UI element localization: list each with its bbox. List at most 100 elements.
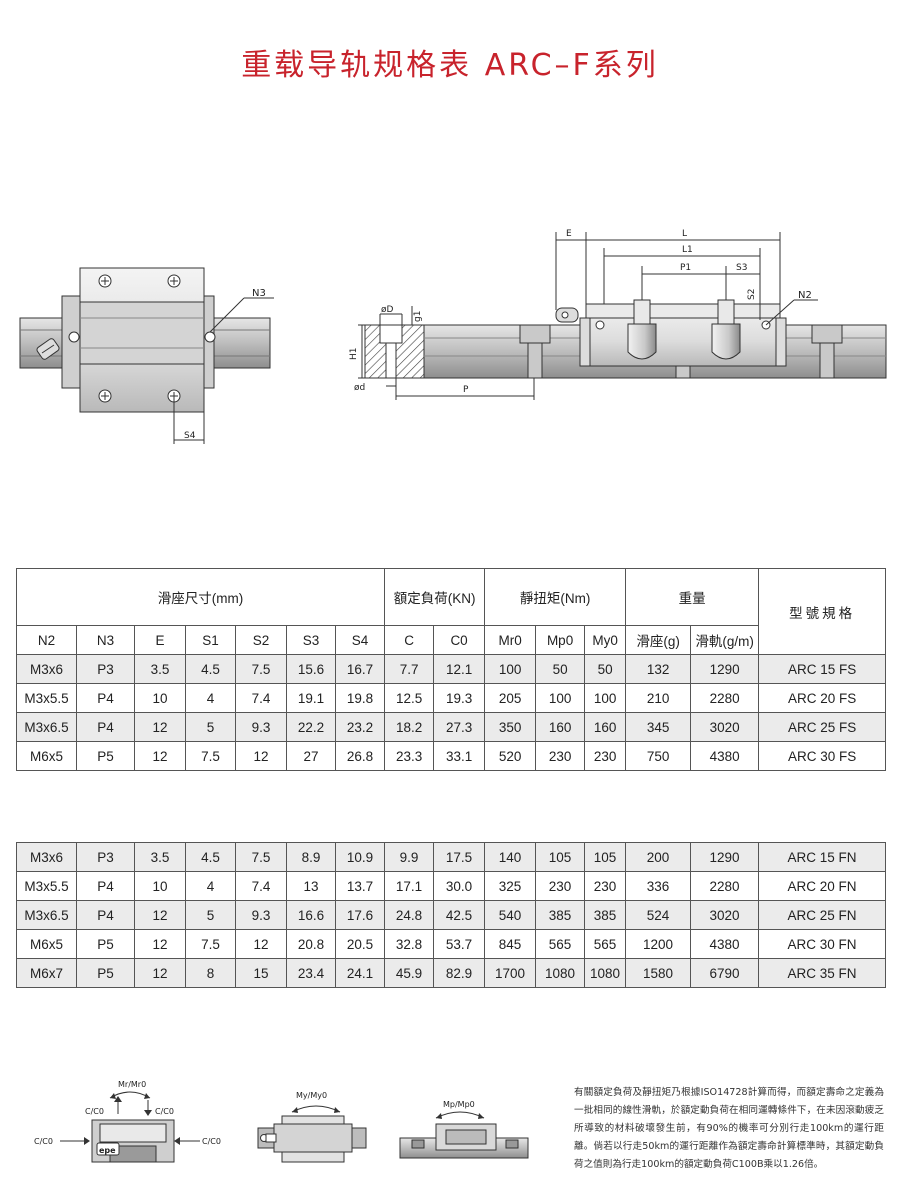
table-cell: 33.1	[433, 741, 486, 771]
table-cell: P5	[76, 958, 135, 988]
table-cell: 23.3	[384, 741, 435, 771]
table-cell: 19.1	[286, 683, 336, 713]
table-cell: 7.5	[185, 929, 236, 959]
table-cell: 16.7	[334, 654, 386, 684]
table-cell: 7.4	[235, 683, 287, 713]
table-cell: M6x7	[16, 958, 77, 988]
table-cell: 1700	[484, 958, 536, 988]
table-cell: M3x5.5	[16, 683, 77, 713]
table-cell: 10	[134, 683, 186, 713]
table-cell: 4.5	[185, 842, 236, 872]
rating-note: 有關額定負荷及靜扭矩乃根據ISO14728計算而得，而額定壽命之定義為一批相同的…	[574, 1087, 884, 1170]
col-header-3: S1	[185, 625, 236, 655]
table-cell: 13.7	[335, 871, 385, 901]
table-cell: 15	[235, 958, 287, 988]
table-cell: 45.9	[384, 958, 434, 988]
table-cell: 350	[484, 712, 537, 742]
table-cell: 160	[535, 712, 586, 742]
table-cell: P4	[76, 900, 135, 930]
table-cell: 3020	[690, 900, 759, 930]
table-cell: 20.8	[286, 929, 336, 959]
label-s3: S3	[736, 263, 747, 273]
table-cell: 50	[584, 654, 627, 684]
svg-text:C/C0: C/C0	[202, 1137, 221, 1146]
table-cell: 4	[185, 871, 236, 901]
table-cell: 15.6	[286, 654, 336, 684]
table-cell: 100	[584, 683, 627, 713]
grease-nipple-icon	[36, 338, 60, 360]
table-cell: 9.9	[384, 842, 434, 872]
table-cell: 160	[584, 712, 627, 742]
group-model: 型號規格	[758, 568, 887, 655]
table-cell: 5	[185, 900, 236, 930]
table-cell: 4380	[690, 741, 760, 771]
table-cell: 9.3	[235, 712, 287, 742]
col-header-7: C	[384, 625, 435, 655]
table-cell: 17.5	[433, 842, 485, 872]
table-cell: 1200	[625, 929, 691, 959]
table-cell: 540	[484, 900, 536, 930]
table-cell: 205	[484, 683, 537, 713]
table-cell: 100	[535, 683, 586, 713]
group-weight: 重量	[625, 568, 760, 626]
table-cell: 1290	[690, 842, 759, 872]
table-cell: 23.2	[334, 712, 386, 742]
table-cell: 8	[185, 958, 236, 988]
top-view: N3 S4	[19, 267, 274, 444]
table-cell: 82.9	[433, 958, 485, 988]
table-cell: 9.3	[235, 900, 287, 930]
table-cell: ARC 35 FN	[758, 958, 886, 988]
grease-nipple-side-icon	[555, 307, 579, 323]
table-cell: 23.4	[286, 958, 336, 988]
table-cell: ARC 25 FS	[758, 712, 887, 742]
svg-text:Mr/Mr0: Mr/Mr0	[118, 1080, 146, 1089]
load-direction-icons: Mr/Mr0 C/C0 C/C0 C/C0 C/C0 epe My/My0	[34, 1080, 529, 1163]
table-cell: P3	[76, 842, 135, 872]
table-cell: M6x5	[16, 929, 77, 959]
table-cell: M3x6	[16, 842, 77, 872]
table-cell: 4	[185, 683, 236, 713]
table-cell: 22.2	[286, 712, 336, 742]
table-cell: 100	[484, 654, 537, 684]
label-l: L	[682, 229, 687, 239]
label-n3: N3	[252, 288, 266, 299]
table-cell: 345	[625, 712, 692, 742]
table-cell: 10	[134, 871, 186, 901]
table-cell: 12	[235, 741, 287, 771]
table-cell: 2280	[690, 683, 760, 713]
col-header-10: Mp0	[535, 625, 586, 655]
table-cell: 1080	[584, 958, 626, 988]
table-cell: 50	[535, 654, 586, 684]
table-cell: 565	[584, 929, 626, 959]
label-s4: S4	[184, 431, 196, 441]
table-cell: 27.3	[433, 712, 486, 742]
table-cell: 19.3	[433, 683, 486, 713]
mr-load-icon: Mr/Mr0 C/C0 C/C0 C/C0 C/C0 epe	[34, 1080, 221, 1163]
table-cell: 24.1	[335, 958, 385, 988]
table-cell: 30.0	[433, 871, 485, 901]
table-cell: 520	[484, 741, 537, 771]
label-s2: S2	[747, 289, 757, 300]
table-cell: 140	[484, 842, 536, 872]
table-cell: P5	[76, 929, 135, 959]
table-cell: 105	[584, 842, 626, 872]
table-cell: M3x6.5	[16, 712, 77, 742]
table-cell: 27	[286, 741, 336, 771]
table-cell: 12	[134, 741, 186, 771]
table-cell: 5	[185, 712, 236, 742]
table-cell: 845	[484, 929, 536, 959]
table-cell: 6790	[690, 958, 759, 988]
table-cell: 19.8	[334, 683, 386, 713]
table-cell: 12	[134, 929, 186, 959]
table-cell: 7.5	[185, 741, 236, 771]
col-header-2: E	[134, 625, 186, 655]
label-d-small: ød	[354, 383, 365, 393]
table-cell: 12	[235, 929, 287, 959]
group-slider-dims: 滑座尺寸(mm)	[15, 568, 386, 626]
table-cell: 12.5	[384, 683, 435, 713]
